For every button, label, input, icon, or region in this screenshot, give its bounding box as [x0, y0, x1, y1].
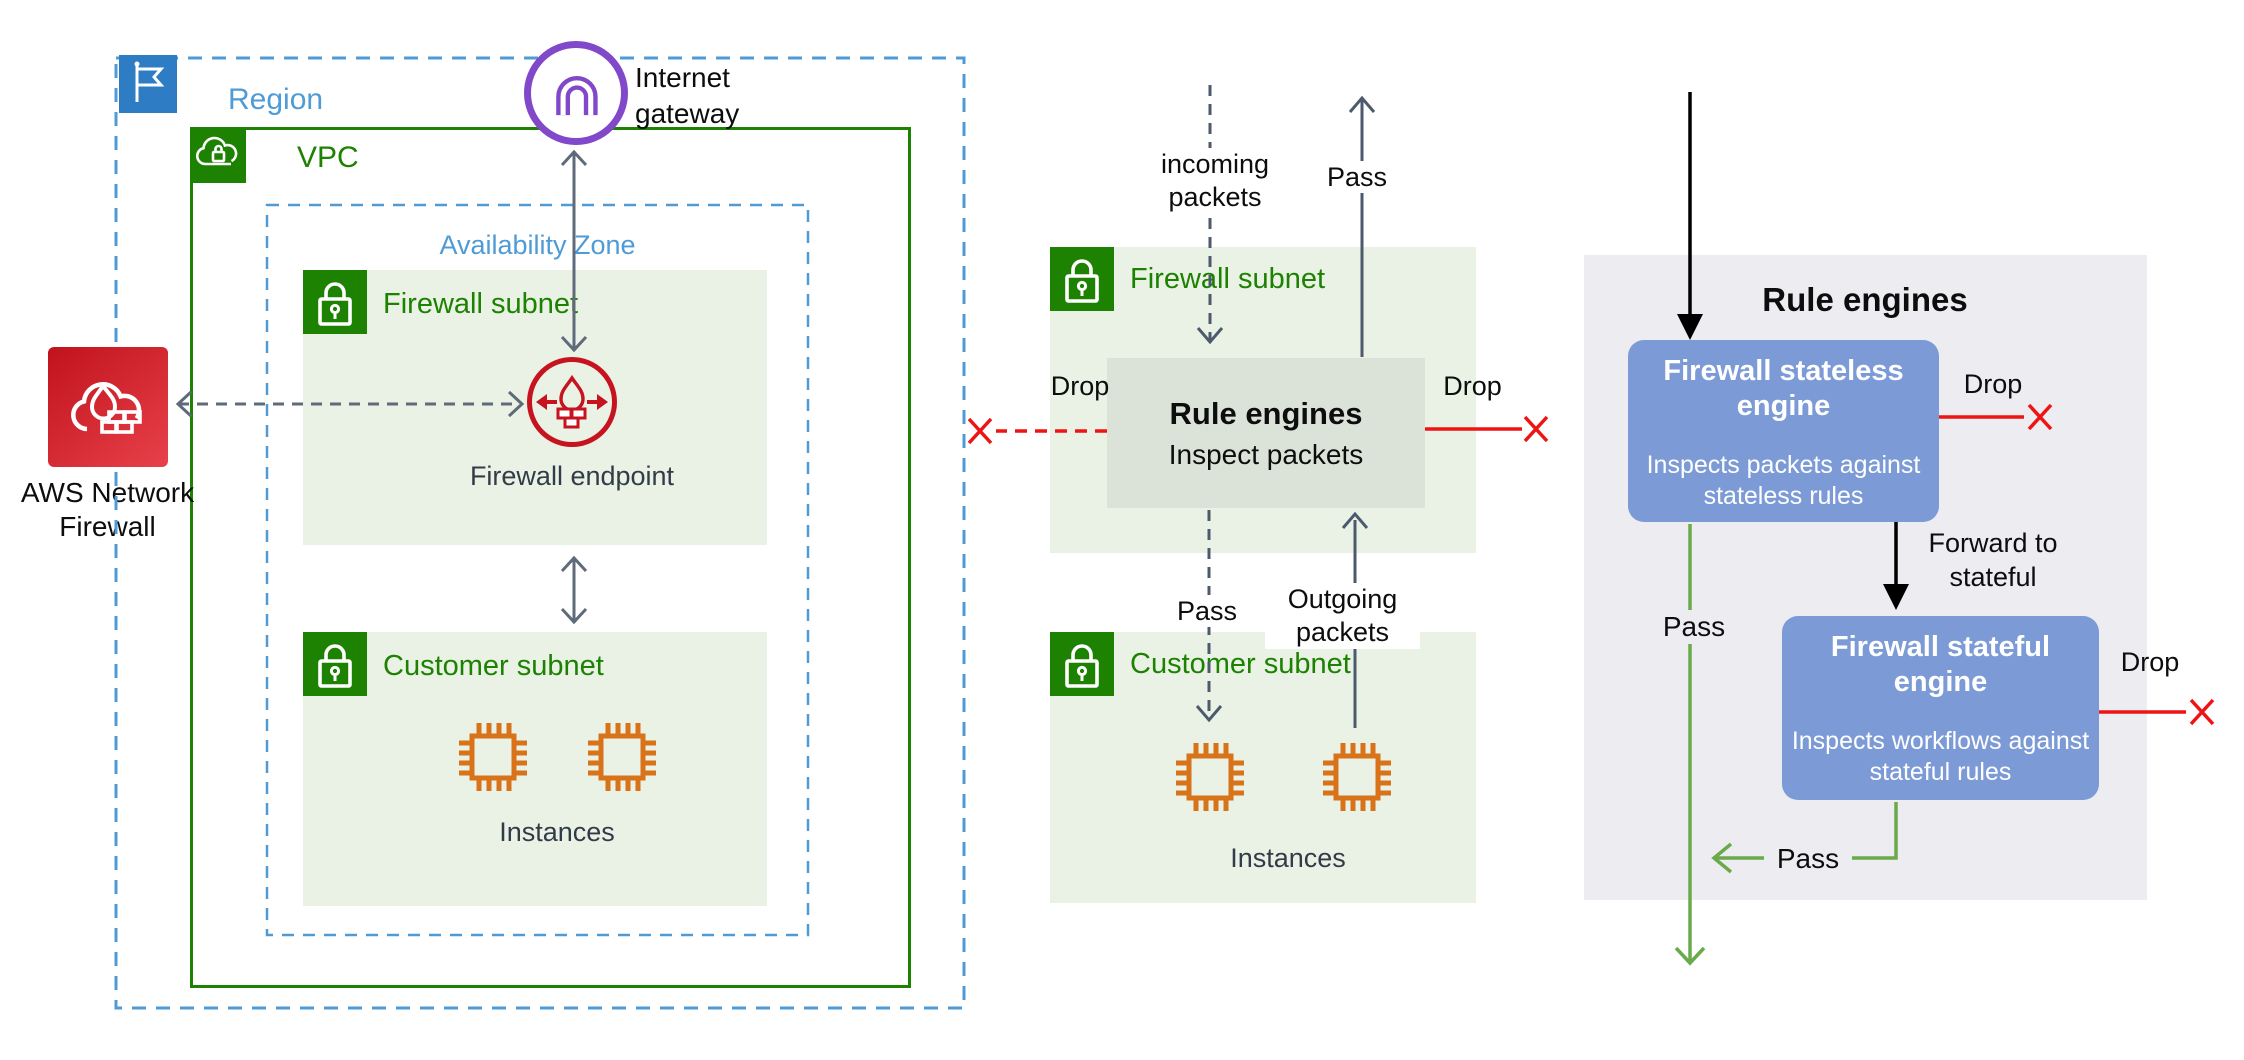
instances-label-middle: Instances — [1230, 843, 1346, 873]
internet-gateway-label: Internet gateway — [635, 62, 740, 129]
drop-stateless-label: Drop — [1963, 369, 2023, 399]
customer-subnet-lock-icon-middle — [1050, 632, 1114, 696]
instance-chip-icon — [453, 717, 533, 797]
stateless-engine-body: Inspects packets against stateless rules — [1646, 451, 1921, 510]
aws-network-firewall-icon — [48, 347, 168, 467]
forward-to-stateful-label: Forward to stateful — [1928, 528, 2058, 592]
firewall-subnet-lock-icon-middle — [1050, 247, 1114, 311]
firewall-stateful-engine-box: Firewall stateful engine Inspects workfl… — [1782, 616, 2099, 800]
stateful-engine-body: Inspects workflows against stateful rule… — [1791, 727, 2090, 786]
customer-subnet-box-middle — [1050, 632, 1476, 903]
stateless-engine-title: Firewall stateless engine — [1663, 355, 1904, 422]
instance-chip-icon — [582, 717, 662, 797]
availability-zone-label: Availability Zone — [439, 230, 636, 260]
vpc-label: VPC — [297, 141, 359, 174]
drop-right-label: Drop — [1443, 371, 1502, 401]
drop-stateful-label: Drop — [2120, 647, 2180, 677]
instance-chip-icon — [1170, 737, 1250, 817]
aws-network-firewall-label: AWS Network Firewall — [20, 477, 195, 542]
incoming-packets-label: incoming packets — [1135, 148, 1295, 214]
pass-top-label: Pass — [1322, 161, 1393, 194]
instances-label-left: Instances — [499, 817, 615, 847]
drop-left-label: Drop — [1050, 371, 1110, 401]
pass-bottom-label: Pass — [1764, 842, 1852, 876]
rule-engines-box: Rule engines Inspect packets — [1107, 358, 1425, 508]
firewall-stateless-engine-box: Firewall stateless engine Inspects packe… — [1628, 340, 1939, 522]
firewall-endpoint-label: Firewall endpoint — [469, 461, 675, 491]
instance-chip-icon — [1317, 737, 1397, 817]
rule-engines-subtitle: Inspect packets — [1168, 438, 1364, 470]
firewall-endpoint-icon — [527, 357, 617, 447]
outgoing-packets-label: Outgoing packets — [1265, 583, 1420, 649]
pass-left-label: Pass — [1650, 610, 1738, 644]
firewall-subnet-label-left: Firewall subnet — [383, 288, 579, 320]
region-flag-icon — [119, 55, 177, 113]
customer-subnet-label-middle: Customer subnet — [1130, 648, 1351, 680]
firewall-subnet-lock-icon-left — [303, 270, 367, 334]
internet-gateway-icon — [524, 41, 628, 145]
region-label: Region — [228, 83, 324, 116]
customer-subnet-label-left: Customer subnet — [383, 650, 604, 682]
rule-engines-title: Rule engines — [1169, 395, 1363, 431]
firewall-subnet-label-middle: Firewall subnet — [1130, 263, 1326, 295]
stateful-engine-title: Firewall stateful engine — [1830, 631, 2051, 698]
vpc-icon — [190, 127, 246, 183]
pass-middle-label: Pass — [1172, 595, 1243, 628]
rule-engines-panel-title: Rule engines — [1762, 281, 1968, 318]
customer-subnet-lock-icon-left — [303, 632, 367, 696]
